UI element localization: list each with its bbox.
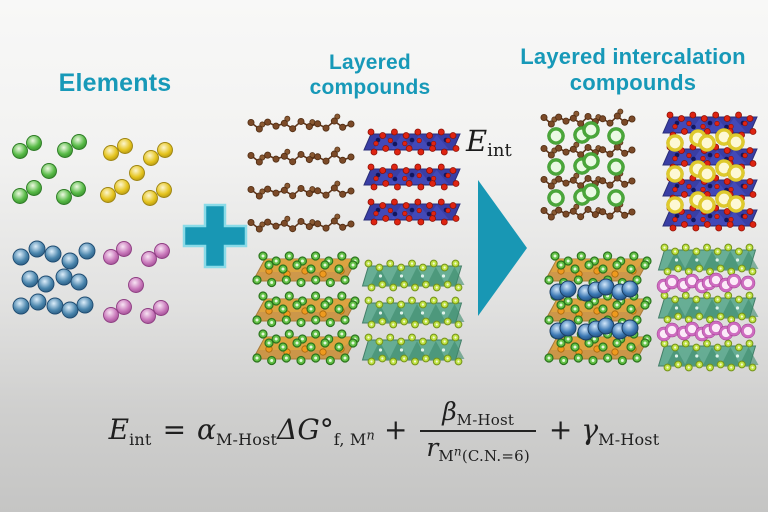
formula-equals: = <box>162 413 187 446</box>
formula-gamma-sub: M-Host <box>598 430 660 449</box>
eint-subscript: int <box>487 140 512 161</box>
intercalation-compounds-title: Layered intercalation compounds <box>505 44 761 96</box>
eint-label: Eint <box>466 124 512 161</box>
formula-gamma: γ <box>581 413 599 446</box>
formula-fraction-denominator: rMn(C.N.=6) <box>420 433 536 466</box>
plus-icon <box>182 203 248 269</box>
intercalation-title-line1: Layered intercalation <box>520 44 746 69</box>
formula-fraction-bar <box>420 429 536 433</box>
formula-r-sub-main: M <box>438 447 454 466</box>
blue-element-cluster <box>12 240 96 319</box>
layered-compounds-title-line2: compounds <box>309 75 431 99</box>
formula-beta: β <box>442 396 457 426</box>
formula-deltaG-sub-main: f, M <box>333 430 367 449</box>
formula-r-sub: Mn(C.N.=6) <box>438 444 530 466</box>
elements-title: Elements <box>58 69 172 97</box>
formula-fraction-numerator: βM-Host <box>436 396 520 429</box>
green-element-cluster <box>12 134 87 205</box>
intercalated-green-stack <box>656 243 759 372</box>
formula-r-sub-cn: (C.N.=6) <box>461 447 530 466</box>
graphite-stack <box>247 113 355 233</box>
oxide-stack <box>363 128 461 226</box>
intercalated-orange-stack <box>544 251 652 366</box>
pink-element-cluster <box>103 241 170 324</box>
formula-deltaG-sub-sup: n <box>366 428 375 444</box>
formula-plus2: + <box>548 413 573 446</box>
arrow-right-icon <box>478 180 528 316</box>
layered-compounds-title-line1: Layered <box>329 51 411 74</box>
formula-plus1: + <box>383 413 408 446</box>
intercalated-oxide-stack <box>662 111 758 232</box>
intercalated-graphite-stack <box>540 108 636 221</box>
intercalation-title-line2: compounds <box>569 69 697 95</box>
formula-fraction: βM-Host rMn(C.N.=6) <box>420 396 536 466</box>
formula-alpha-sub: M-Host <box>215 430 278 449</box>
formula-alpha: α <box>197 413 216 446</box>
formula-r: r <box>426 433 439 463</box>
formula-deltaG-sub: f, Mn <box>333 428 375 449</box>
formula-beta-sub: M-Host <box>456 410 515 429</box>
formula-r-sub-sup: n <box>453 444 462 459</box>
formula-E: E <box>108 413 130 446</box>
formula-deltaG: ΔG° <box>277 413 334 446</box>
layered-compounds-title: Layered compounds <box>288 51 452 101</box>
orange-slab-stack <box>252 251 360 366</box>
green-slab-stack <box>361 259 465 366</box>
eint-symbol: E <box>466 124 488 158</box>
formula-E-sub: int <box>129 430 152 449</box>
yellow-element-cluster <box>100 138 173 206</box>
